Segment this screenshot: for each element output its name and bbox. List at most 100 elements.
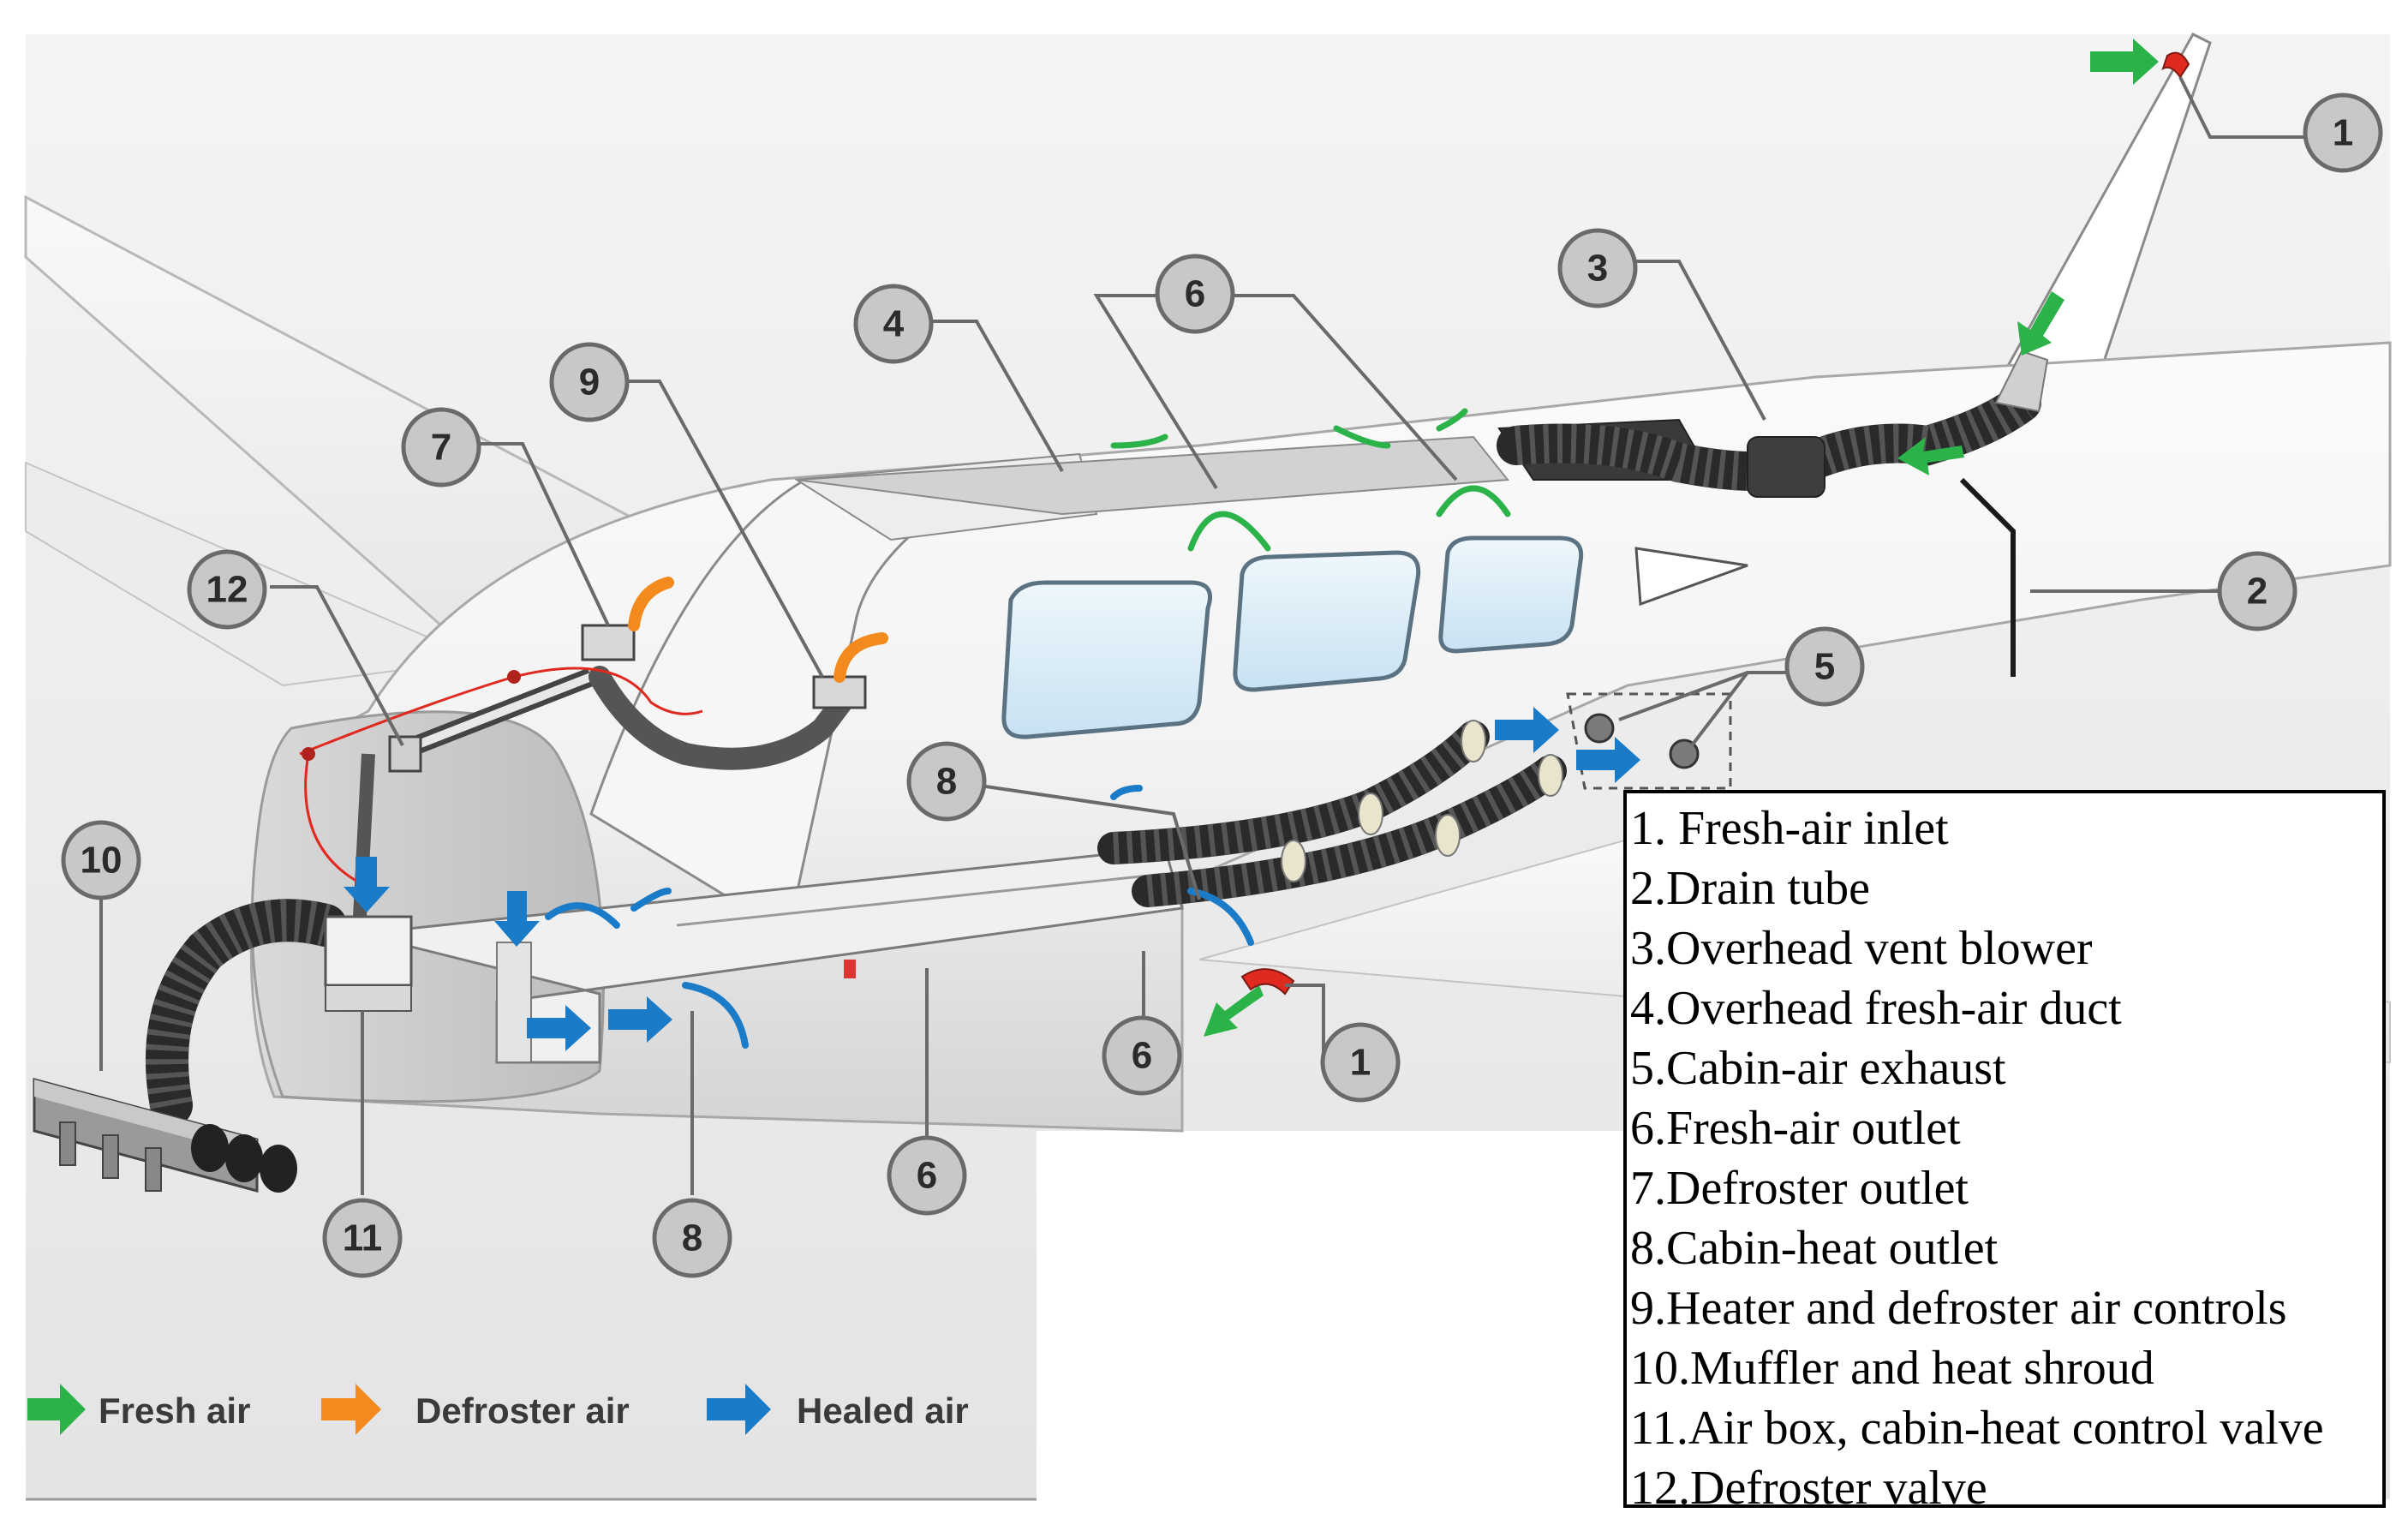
hose-clamp [1358,792,1383,835]
callout-7-circle [401,407,481,487]
defroster-outlet-left [581,624,636,661]
leader-line-12 [270,585,404,746]
key-item: 12.Defroster valve [1630,1462,1987,1515]
windshield [589,478,990,936]
callout-5-circle [1784,626,1865,707]
callout-10-label: 10 [81,840,122,882]
callout-1-belly-circle [1320,1022,1401,1103]
cabin-window-2 [1233,550,1421,692]
defroster-duct-inner [392,673,593,758]
defroster-air-arrow [628,577,674,631]
overhead-fresh-air-duct [796,435,1509,516]
defroster-air-arrow [834,632,888,683]
leader-line-1-belly [1285,984,1325,1062]
leader-line-4 [927,320,1064,472]
callout-7-label: 7 [431,427,451,469]
key-item: 9.Heater and defroster air controls [1630,1282,2287,1335]
leader-line-1-top [2178,76,2304,139]
key-item: 7.Defroster outlet [1630,1162,1969,1215]
callout-9-circle [549,342,630,422]
fresh-air-hose-1-ribs [1113,725,1485,864]
defroster-valve [388,735,422,773]
callout-12-label: 12 [206,569,248,611]
control-cable-1 [299,667,703,756]
leader-line-6b [1234,294,1458,481]
leader-line-9 [615,380,824,678]
fresh-air-arrow [1204,985,1264,1037]
heat-hose-ribs [146,899,332,1109]
callout-6-top-label: 6 [1185,273,1205,315]
defroster-air-legend-arrow [321,1384,381,1435]
fresh-air-legend-label: Fresh air [99,1390,250,1431]
callout-3-label: 3 [1587,248,1608,290]
leader-line-6a [1093,294,1218,490]
fin-inlet-scoop [1994,350,2049,413]
hose-clamp [1281,840,1306,882]
fresh-air-arrow [2090,39,2159,85]
callout-6-low-circle [887,1135,967,1216]
key-item: 1. Fresh-air inlet [1630,802,1949,855]
fresh-air-inlet-belly [1240,968,1295,996]
callout-6-top-circle [1155,254,1235,334]
key-item: 5.Cabin-air exhaust [1630,1042,2006,1095]
leader-line-5b [1690,671,1786,747]
overhead-vent-blower [1747,436,1825,498]
cabin-window-1 [1001,580,1212,739]
heated-air-arrow [608,996,672,1043]
leader-line-8a [967,782,1201,900]
heated-air-legend-label: Healed air [797,1390,969,1431]
hose-clamp [1435,814,1461,857]
key-item: 8.Cabin-heat outlet [1630,1222,1999,1275]
fresh-air-outlet-arc [1436,408,1468,432]
fresh-air-arrow [2017,291,2064,356]
heated-air-arrow [527,1005,591,1051]
key-item: 11.Air box, cabin-heat control valve [1630,1402,2324,1455]
defroster-hose [589,666,859,770]
exhaust-pipe [225,1134,263,1182]
callout-2-label: 2 [2247,571,2268,613]
leader-line-3 [1628,260,1766,421]
fresh-air-arrow [1897,437,1964,475]
key-item: 3.Overhead vent blower [1630,922,2093,975]
callout-3-circle [1557,228,1638,308]
heated-air-legend-arrow [707,1384,771,1435]
muffler-stub [59,1121,76,1166]
callout-9-label: 9 [579,362,600,404]
air-box-base [325,984,412,1012]
cabin-window-3 [1438,535,1584,654]
muffler-stub [102,1134,119,1179]
callout-1-belly-label: 1 [1350,1042,1371,1084]
exhaust-pipe [260,1145,297,1193]
callout-6-low-label: 6 [917,1155,937,1197]
hose-clamp [1461,720,1486,763]
callout-8-top-label: 8 [936,761,957,803]
overhead-hose-ribs [1514,386,2034,491]
heated-air-arc [545,902,620,929]
rear-vent [1634,547,1748,607]
rail-front [496,942,532,1063]
callout-5-label: 5 [1814,646,1835,688]
key-item: 4.Overhead fresh-air duct [1630,982,2122,1035]
air-box [324,915,413,987]
key-item: 6.Fresh-air outlet [1630,1102,1961,1155]
legend: Fresh air Defroster air Healed air [27,1384,969,1435]
defroster-air-legend-label: Defroster air [415,1390,630,1431]
rail-marker [844,960,856,978]
callout-6-mid-circle [1102,1015,1182,1096]
callout-10-circle [61,820,141,900]
fresh-air-outlet-arc [1333,425,1391,449]
fresh-air-legend-arrow [27,1384,86,1435]
heated-air-arc [630,888,672,912]
heated-air-arc [1187,888,1254,946]
fresh-air-outlet-arc [1436,485,1511,517]
heated-air-arrow [1495,707,1559,753]
fresh-air-outlet-arc [1110,434,1168,449]
callout-2-circle [2217,551,2297,631]
heated-air-arrow [1576,737,1640,783]
exhaust-pipe [191,1124,229,1172]
cable-clamp [302,747,315,761]
heated-air-arrow [494,891,540,947]
key-item: 2.Drain tube [1630,862,1870,915]
hose-clamp [1538,754,1563,797]
